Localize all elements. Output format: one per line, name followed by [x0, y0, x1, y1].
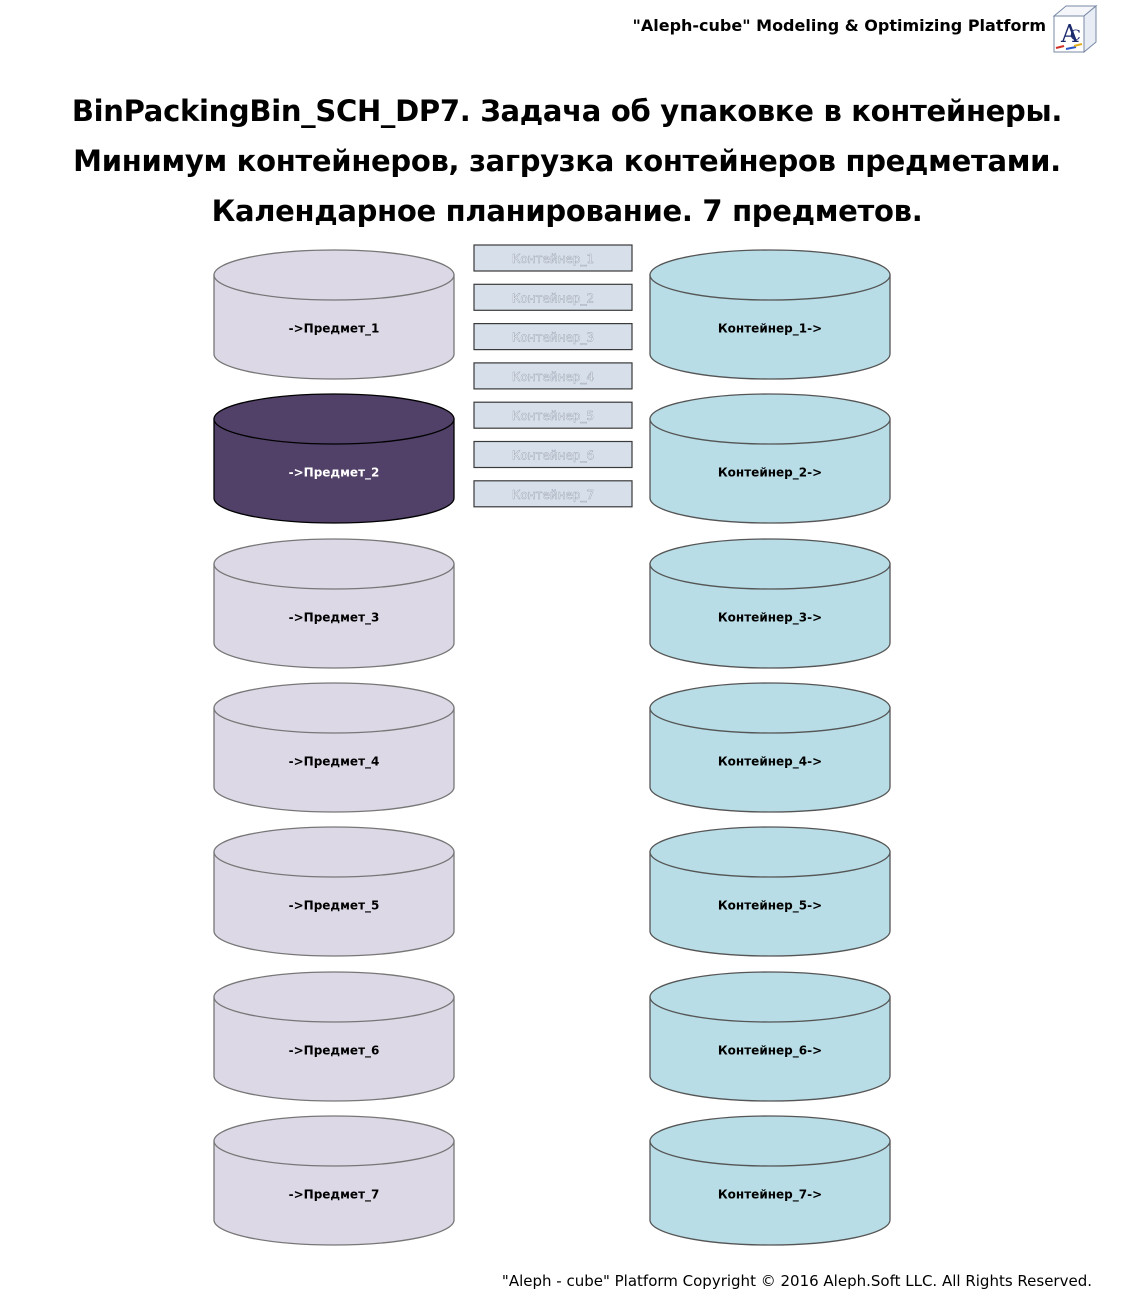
container-button-label: Контейнер_3 [512, 331, 594, 345]
item-cylinder-7-label: ->Предмет_7 [289, 1187, 380, 1202]
container-cylinder-4-label: Контейнер_4-> [718, 754, 822, 769]
platform-header: "Aleph-cube" Modeling & Optimizing Platf… [632, 16, 1046, 35]
container-button-3[interactable]: Контейнер_3 [473, 323, 633, 351]
item-cylinder-2[interactable]: ->Предмет_2 [213, 393, 455, 524]
container-cylinder-1-label: Контейнер_1-> [718, 321, 822, 336]
item-cylinder-3[interactable]: ->Предмет_3 [213, 538, 455, 669]
item-cylinder-6[interactable]: ->Предмет_6 [213, 971, 455, 1102]
item-cylinder-5-label: ->Предмет_5 [289, 898, 380, 913]
item-cylinder-4-label: ->Предмет_4 [289, 754, 380, 769]
container-button-4[interactable]: Контейнер_4 [473, 362, 633, 390]
container-cylinder-3-label: Контейнер_3-> [718, 610, 822, 625]
item-cylinder-2-label: ->Предмет_2 [289, 465, 380, 480]
container-button-label: Контейнер_7 [512, 488, 594, 502]
item-cylinder-1[interactable]: ->Предмет_1 [213, 249, 455, 380]
container-cylinder-6-label: Контейнер_6-> [718, 1043, 822, 1058]
item-cylinder-5[interactable]: ->Предмет_5 [213, 826, 455, 957]
title-line-3: Календарное планирование. 7 предметов. [211, 194, 923, 228]
item-cylinder-4[interactable]: ->Предмет_4 [213, 682, 455, 813]
copyright-footer: "Aleph - cube" Platform Copyright © 2016… [501, 1272, 1092, 1290]
page-title: BinPackingBin_SCH_DP7. Задача об упаковк… [0, 86, 1134, 236]
container-button-6[interactable]: Контейнер_6 [473, 440, 633, 469]
container-button-label: Контейнер_6 [512, 449, 594, 463]
item-cylinder-3-label: ->Предмет_3 [289, 610, 380, 625]
item-cylinder-7[interactable]: ->Предмет_7 [213, 1115, 455, 1246]
container-button-label: Контейнер_4 [512, 370, 594, 384]
container-button-label: Контейнер_1 [512, 252, 594, 266]
container-button-7[interactable]: Контейнер_7 [473, 480, 633, 508]
title-line-1: BinPackingBin_SCH_DP7. Задача об упаковк… [71, 94, 1063, 128]
title-line-2: Минимум контейнеров, загрузка контейнеро… [73, 144, 1061, 178]
container-button-1[interactable]: Контейнер_1 [473, 244, 633, 272]
container-cylinder-3[interactable]: Контейнер_3-> [649, 538, 891, 669]
container-button-2[interactable]: Контейнер_2 [473, 283, 633, 311]
container-cylinder-1[interactable]: Контейнер_1-> [649, 249, 891, 380]
container-cylinder-2[interactable]: Контейнер_2-> [649, 393, 891, 524]
svg-text:C: C [1070, 28, 1081, 44]
item-cylinder-6-label: ->Предмет_6 [289, 1043, 380, 1058]
container-cylinder-2-label: Контейнер_2-> [718, 465, 822, 480]
container-button-label: Контейнер_5 [512, 409, 594, 423]
container-cylinder-7-label: Контейнер_7-> [718, 1187, 822, 1202]
container-button-5[interactable]: Контейнер_5 [473, 401, 633, 429]
container-cylinder-4[interactable]: Контейнер_4-> [649, 682, 891, 813]
item-cylinder-1-label: ->Предмет_1 [289, 321, 380, 336]
container-cylinder-5-label: Контейнер_5-> [718, 898, 822, 913]
container-cylinder-6[interactable]: Контейнер_6-> [649, 971, 891, 1102]
svg-text:A: A [1060, 20, 1079, 48]
aleph-cube-logo: A C [1052, 4, 1098, 54]
container-cylinder-5[interactable]: Контейнер_5-> [649, 826, 891, 957]
container-cylinder-7[interactable]: Контейнер_7-> [649, 1115, 891, 1246]
container-button-label: Контейнер_2 [512, 291, 594, 305]
